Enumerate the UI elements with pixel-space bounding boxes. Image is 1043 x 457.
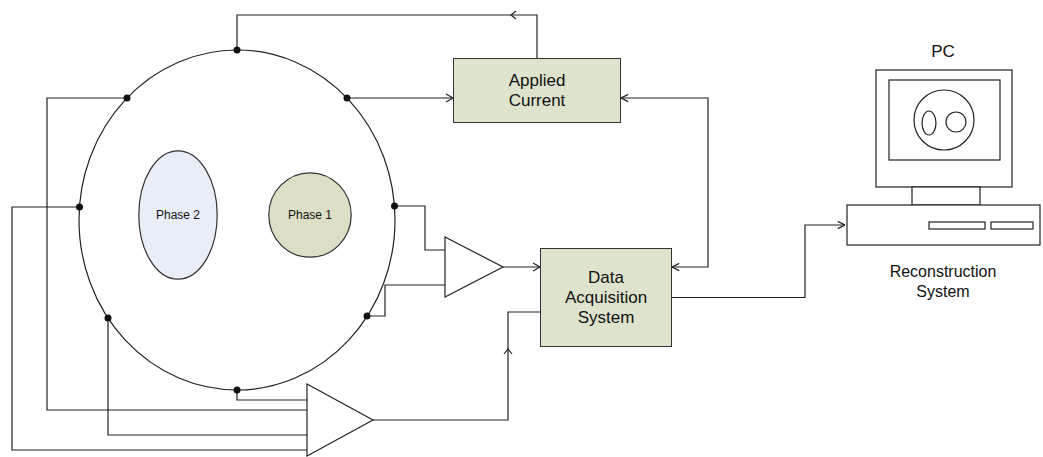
region-shape (269, 173, 351, 257)
electrode-dot (364, 313, 371, 320)
wire (373, 312, 540, 420)
electrode-dot (105, 315, 112, 322)
process-box: Applied Current (453, 58, 621, 123)
wire (47, 98, 307, 410)
computer-base (847, 205, 1040, 245)
monitor-frame (876, 70, 1012, 187)
screen-image (946, 112, 966, 132)
flow-arrow (511, 11, 516, 19)
connector (672, 225, 845, 298)
monitor-stand (912, 187, 980, 205)
amplifier-symbol (307, 384, 373, 456)
drive-slot (991, 222, 1033, 229)
body-outline (79, 50, 395, 390)
computer-icon (845, 36, 1041, 248)
box-label: Applied Current (487, 71, 587, 111)
wire (237, 390, 307, 400)
flow-arrow (504, 349, 512, 354)
wire (237, 15, 537, 58)
computer-caption: Reconstruction System (878, 262, 1008, 302)
region-shape (139, 151, 217, 279)
process-box: Data Acquisition System (540, 248, 672, 347)
wire (367, 285, 445, 316)
electrode-dot (124, 95, 131, 102)
electrode-dot (234, 387, 241, 394)
amplifier-symbol (445, 237, 503, 297)
wire (503, 266, 540, 267)
flow-arrow (533, 263, 540, 271)
connector (621, 98, 708, 267)
flow-arrow (446, 94, 453, 102)
drive-slot (929, 222, 985, 229)
wire (108, 318, 307, 435)
wire (347, 97, 453, 98)
phase-region: Phase 2 (138, 150, 218, 280)
screen-image (914, 90, 974, 150)
wire (395, 206, 446, 250)
region-label: Phase 1 (288, 208, 332, 222)
region-label: Phase 2 (156, 208, 200, 222)
electrode-dot (76, 204, 83, 211)
computer-title: PC (845, 36, 1041, 62)
electrode-dot (234, 47, 241, 54)
electrode-dot (391, 203, 398, 210)
screen-image (922, 111, 936, 135)
computer: PC Reconstruction System (845, 36, 1041, 302)
monitor-screen (889, 80, 1000, 160)
phase-region: Phase 1 (268, 172, 352, 258)
electrode-dot (344, 95, 351, 102)
box-label: Data Acquisition System (556, 268, 656, 328)
